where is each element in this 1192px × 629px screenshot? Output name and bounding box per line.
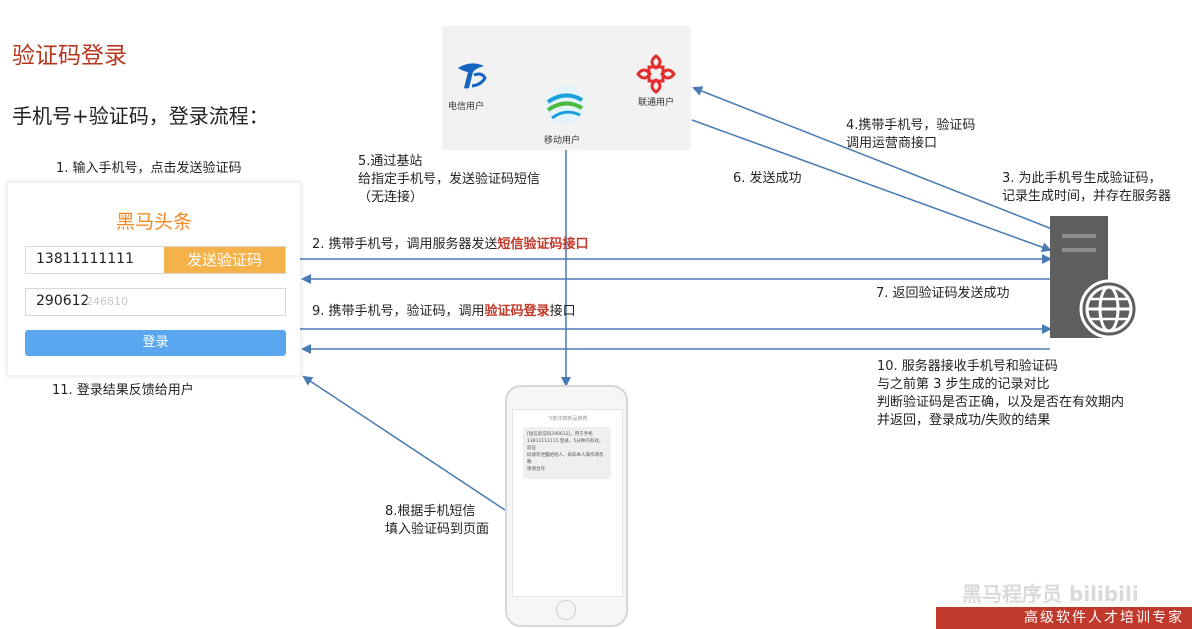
send-code-button[interactable]: 发送验证码 (164, 247, 285, 273)
step-8-label: 8.根据手机短信 填入验证码到页面 (385, 503, 489, 539)
step-9-text: 9. 携带手机号，验证码，调用 (312, 304, 485, 319)
step-3-line1: 3. 为此手机号生成验证码， (1002, 171, 1162, 186)
step-3-label: 3. 为此手机号生成验证码， 记录生成时间，并存在服务器 (1002, 170, 1171, 206)
step-9-suffix: 接口 (549, 304, 576, 319)
unicom-label: 联通用户 (638, 98, 675, 108)
sms-line: [短信验证码290612]，用于手机 (527, 432, 593, 437)
sms-line: 码请勿泄露给他人，如非本人操作请忽略 (527, 453, 604, 465)
login-card: 黑马头条 13811111111 发送验证码 290612 246810 登录 (8, 183, 300, 375)
brand-name: 黑马头条 (115, 211, 192, 233)
step-6-label: 6. 发送成功 (733, 171, 802, 186)
globe-icon (1079, 279, 1139, 339)
step-5-line1: 5.通过基站 (358, 154, 423, 169)
step-10-line1: 10. 服务器接收手机号和验证码 (877, 359, 1058, 374)
step-2-text: 2. 携带手机号，调用服务器发送 (312, 237, 498, 252)
step-8-line1: 8.根据手机短信 (385, 504, 476, 519)
step-10-line3: 判断验证码是否正确，以及是否在有效期内 (877, 395, 1125, 410)
china-unicom-icon (636, 54, 676, 94)
login-button[interactable]: 登录 (25, 330, 286, 356)
arrow-step6 (691, 119, 1052, 252)
watermark: 黑马程序员 bilibili (962, 582, 1139, 606)
arrow-step8 (302, 375, 506, 511)
sms-message: [短信验证码290612]，用于手机 13811111111 登录，5分钟内有效… (523, 427, 611, 479)
step-4-label: 4.携带手机号，验证码 调用运营商接口 (846, 117, 975, 153)
china-telecom-icon (458, 63, 487, 89)
step-7-label: 7. 返回验证码发送成功 (876, 286, 1010, 301)
phone-field[interactable]: 13811111111 发送验证码 (25, 246, 286, 274)
sms-header: 飞鹤年糕新品推荐 (547, 416, 588, 422)
arrow-step4 (692, 86, 1053, 230)
step-4-line1: 4.携带手机号，验证码 (846, 118, 976, 133)
step-5-line3: （无连接） (358, 190, 424, 205)
page-subtitle: 手机号+验证码，登录流程： (12, 104, 269, 128)
step-9-highlight: 验证码登录 (484, 304, 550, 319)
code-field[interactable]: 290612 246810 (25, 288, 286, 316)
step-5-line2: 给指定手机号，发送验证码短信 (358, 172, 541, 187)
home-button (556, 600, 576, 620)
step-8-line2: 填入验证码到页面 (385, 522, 490, 537)
china-mobile-icon (545, 85, 585, 125)
phone-screen: 飞鹤年糕新品推荐 [短信验证码290612]，用于手机 13811111111 … (512, 409, 623, 597)
step-4-line2: 调用运营商接口 (846, 136, 938, 151)
sms-line: 谢谢合作 (527, 467, 545, 472)
step-1-label: 1. 输入手机号，点击发送验证码 (56, 161, 242, 176)
step-5-label: 5.通过基站 给指定手机号，发送验证码短信 （无连接） (358, 153, 540, 207)
telecom-label: 电信用户 (448, 102, 485, 112)
server-slot (1062, 248, 1096, 252)
step-10-line2: 与之前第 3 步生成的记录对比 (877, 377, 1050, 392)
step-2-highlight: 短信验证码接口 (497, 237, 589, 252)
phone-input-value[interactable]: 13811111111 (36, 251, 134, 267)
step-2-label: 2. 携带手机号，调用服务器发送短信验证码接口 (312, 236, 589, 254)
code-input-value[interactable]: 290612 (36, 293, 90, 309)
page-title: 验证码登录 (12, 43, 127, 69)
footer-banner: 高级软件人才培训专家 (936, 607, 1192, 629)
mobile-label: 移动用户 (544, 136, 581, 146)
code-placeholder: 246810 (86, 295, 128, 308)
step-10-label: 10. 服务器接收手机号和验证码 与之前第 3 步生成的记录对比 判断验证码是否… (877, 358, 1124, 430)
step-11-label: 11. 登录结果反馈给用户 (52, 383, 194, 398)
step-10-line4: 并返回，登录成功/失败的结果 (877, 413, 1051, 428)
carrier-panel: 电信用户 移动用户 联通用户 (442, 26, 691, 150)
step-3-line2: 记录生成时间，并存在服务器 (1002, 189, 1172, 204)
step-9-label: 9. 携带手机号，验证码，调用验证码登录接口 (312, 303, 576, 321)
server-slot (1062, 234, 1096, 238)
mobile-phone: 飞鹤年糕新品推荐 [短信验证码290612]，用于手机 13811111111 … (505, 385, 628, 627)
sms-line: 13811111111 登录，5分钟内有效。验证 (527, 439, 604, 451)
